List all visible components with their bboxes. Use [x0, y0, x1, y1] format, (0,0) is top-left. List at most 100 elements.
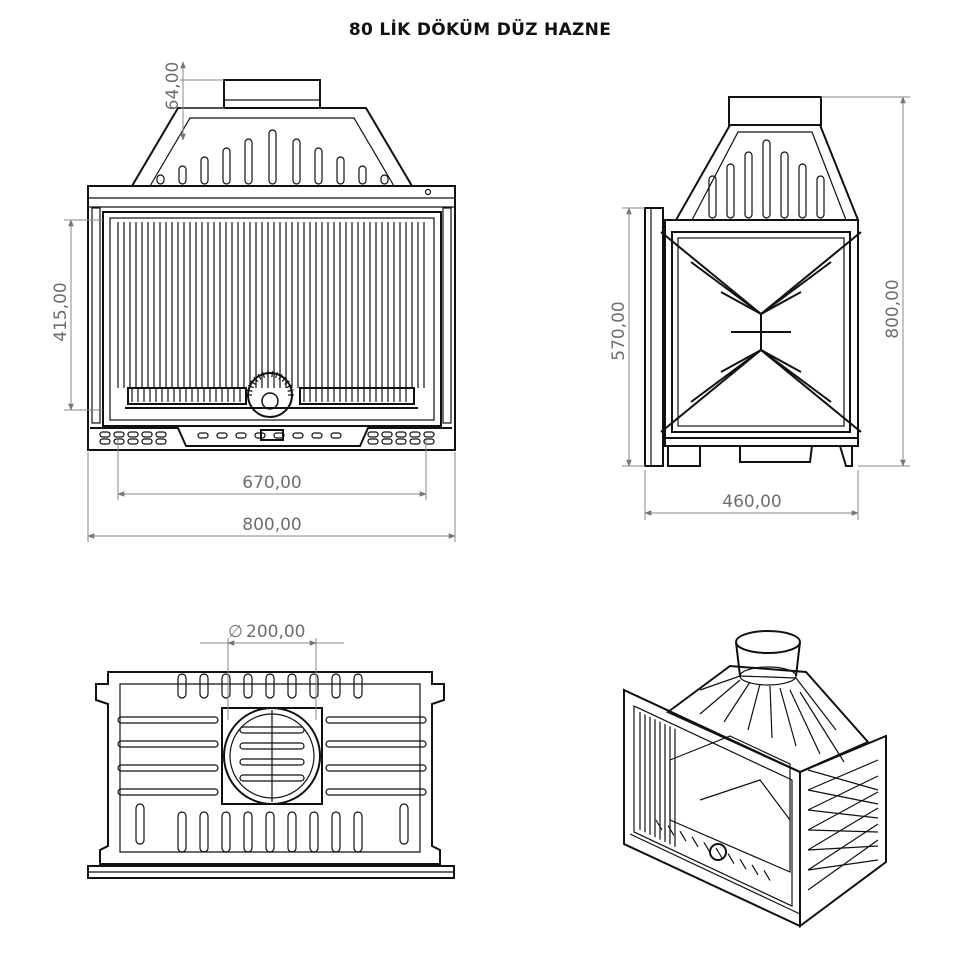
slot	[99, 438, 111, 445]
iso-rib	[789, 689, 821, 755]
iso-grate	[679, 830, 687, 842]
dim-door-depth-height: 570,00	[609, 301, 629, 360]
top-bar	[325, 740, 427, 748]
diag-chevron	[660, 348, 862, 433]
side-rib	[726, 163, 735, 219]
iso-side-line	[807, 775, 879, 811]
top-bar	[325, 764, 427, 772]
iso-rib	[779, 687, 797, 747]
top-rib	[309, 673, 319, 699]
top-rib	[287, 673, 297, 699]
top-rib	[265, 811, 275, 853]
dim-depth: 460,00	[722, 492, 781, 512]
side-rib	[798, 163, 807, 219]
top-rib	[177, 673, 187, 699]
side-hood-ribs	[708, 139, 825, 219]
top-bar	[117, 716, 219, 724]
top-rib	[135, 803, 145, 845]
iso-side-line	[807, 807, 879, 851]
grate-tooth	[287, 389, 294, 392]
iso-grate	[691, 836, 699, 848]
iso-side-line	[807, 791, 879, 831]
iso-rib	[723, 681, 751, 723]
iso-rib	[769, 685, 773, 739]
top-bar	[117, 788, 219, 796]
grate-tooth	[271, 371, 274, 378]
top-rib	[199, 673, 209, 699]
hood-rib	[314, 147, 323, 185]
dim-total-width: 800,00	[242, 515, 301, 535]
slot	[127, 431, 139, 438]
diag-chevron	[690, 261, 832, 316]
grate-tooth	[281, 376, 287, 383]
dim-door-height: 415,00	[51, 282, 71, 341]
side-rib	[744, 151, 753, 219]
side-view	[644, 96, 862, 467]
iso-side-pattern	[807, 759, 879, 891]
slot	[113, 438, 125, 445]
diag-chevron	[660, 231, 862, 316]
top-rib	[177, 811, 187, 853]
slot	[423, 431, 435, 438]
top-rib	[221, 811, 231, 853]
side-rib	[780, 151, 789, 219]
diag-chevron	[720, 291, 802, 316]
flue-grid	[239, 710, 305, 802]
slot	[141, 431, 153, 438]
drawing-title: 80 LİK DÖKÜM DÜZ HAZNE	[348, 20, 612, 40]
iso-glass-ribs	[639, 712, 771, 881]
top-rib	[221, 673, 231, 699]
top-bar	[325, 788, 427, 796]
iso-grate	[763, 870, 771, 881]
hood-rib	[380, 174, 389, 185]
top-rib	[309, 811, 319, 853]
slot	[155, 431, 167, 438]
slot	[381, 438, 393, 445]
glass-ribs	[117, 222, 425, 388]
top-ribs	[135, 673, 409, 853]
slot	[141, 438, 153, 445]
slot	[395, 431, 407, 438]
iso-side-line	[807, 759, 879, 791]
iso-grate	[703, 842, 711, 853]
hood-rib	[292, 138, 301, 185]
slot	[367, 431, 379, 438]
grate-tooth	[266, 371, 269, 378]
iso-grate	[739, 858, 747, 870]
top-dimensions: ∅ 200,00	[200, 622, 344, 720]
iso-grate	[727, 853, 735, 864]
dim-flue-diameter: 200,00	[246, 622, 305, 642]
slot	[113, 431, 125, 438]
dim-flue-height: 64,00	[163, 62, 183, 111]
slot	[292, 432, 304, 439]
hood-rib	[222, 147, 231, 185]
diag-chevron	[720, 348, 802, 373]
iso-side-line	[807, 823, 879, 871]
slot	[311, 432, 323, 439]
side-rib	[708, 175, 717, 219]
iso-side-line	[807, 769, 879, 791]
slot	[395, 438, 407, 445]
grate-tooth	[253, 376, 259, 383]
hood-rib	[268, 129, 277, 185]
iso-grate	[655, 819, 663, 831]
slot	[409, 438, 421, 445]
iso-hood-ribs	[699, 679, 845, 763]
slot	[409, 431, 421, 438]
slot	[197, 432, 209, 439]
slot	[99, 431, 111, 438]
top-rib	[265, 673, 275, 699]
hood-rib	[200, 156, 209, 185]
dim-door-width: 670,00	[242, 473, 301, 493]
front-dimensions: 64,00 415,00 670,00 800,00	[51, 61, 456, 542]
top-bars	[117, 716, 427, 796]
hood-rib	[178, 165, 187, 185]
top-rib	[399, 803, 409, 845]
side-panel-pattern	[660, 231, 862, 433]
slot	[423, 438, 435, 445]
iso-rib	[799, 691, 845, 763]
hood-ribs	[156, 129, 389, 185]
slot	[216, 432, 228, 439]
hood-rib	[244, 138, 253, 185]
top-rib	[331, 673, 341, 699]
